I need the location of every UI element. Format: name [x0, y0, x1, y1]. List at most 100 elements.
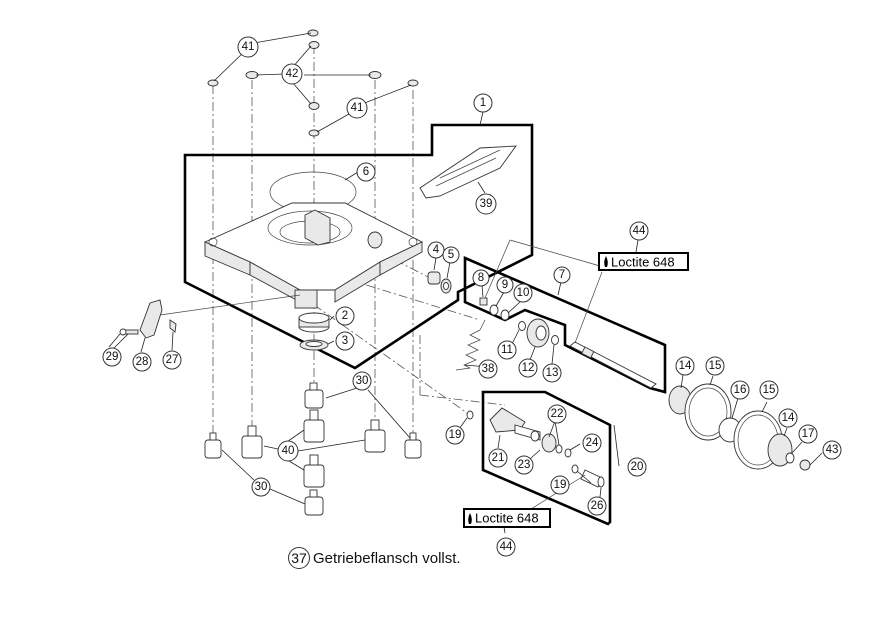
svg-text:14: 14 [782, 412, 795, 424]
bracket-part-28 [139, 294, 301, 339]
damper [241, 425, 263, 459]
svg-text:3: 3 [342, 335, 348, 347]
loctite-note-top: Loctite 648 [598, 252, 689, 271]
title-text: Getriebeflansch vollst. [313, 549, 461, 567]
dampers [204, 382, 422, 516]
callout-2: 2 [335, 306, 355, 326]
svg-text:40: 40 [282, 445, 295, 457]
title-item-number: 37 [288, 547, 310, 569]
bearing-part-2 [298, 312, 330, 333]
svg-text:6: 6 [363, 166, 369, 178]
svg-text:38: 38 [482, 363, 495, 375]
nut [308, 102, 320, 110]
damper [303, 454, 325, 488]
svg-text:19: 19 [554, 479, 567, 491]
spring-part-38 [455, 319, 486, 371]
callout-1: 1 [473, 93, 493, 113]
svg-text:10: 10 [517, 287, 530, 299]
callout-40: 40 [277, 440, 299, 462]
callout-14: 14 [675, 356, 695, 376]
callout-29: 29 [102, 347, 122, 367]
svg-text:4: 4 [433, 244, 440, 256]
svg-text:13: 13 [546, 367, 559, 379]
svg-text:7: 7 [559, 269, 565, 281]
callout-10: 10 [513, 283, 533, 303]
callout-22: 22 [547, 404, 567, 424]
nuts [207, 29, 419, 137]
svg-text:23: 23 [518, 459, 531, 471]
callout-39: 39 [475, 193, 497, 215]
svg-text:24: 24 [586, 437, 599, 449]
seal-part-3 [299, 339, 329, 351]
callout-8: 8 [472, 269, 490, 287]
callout-38: 38 [478, 359, 498, 379]
callout-6: 6 [356, 162, 376, 182]
callout-5: 5 [442, 246, 460, 264]
seal-part-5 [440, 278, 452, 294]
svg-text:41: 41 [242, 41, 255, 53]
callout-15: 15 [705, 356, 725, 376]
callout-43: 43 [822, 440, 842, 460]
nut [308, 41, 320, 49]
gear-part-12 [526, 318, 550, 348]
svg-text:17: 17 [802, 428, 815, 440]
damper [304, 489, 324, 516]
callout-26: 26 [587, 496, 607, 516]
callout-30: 30 [352, 371, 372, 391]
nut [207, 79, 219, 87]
callout-19: 19 [445, 425, 465, 445]
washer-part-27 [169, 319, 177, 333]
callout-24: 24 [582, 433, 602, 453]
svg-text:8: 8 [478, 272, 484, 284]
callout-44: 44 [629, 221, 649, 241]
svg-text:14: 14 [679, 360, 692, 372]
svg-text:44: 44 [500, 541, 513, 553]
group-outline-lever [481, 390, 612, 526]
callout-28: 28 [132, 352, 152, 372]
callout-13: 13 [542, 363, 562, 383]
group-outline-shaft [463, 256, 667, 394]
nut [308, 129, 320, 137]
svg-text:16: 16 [734, 384, 747, 396]
callout-7: 7 [553, 266, 571, 284]
svg-text:29: 29 [106, 351, 119, 363]
callout-16: 16 [730, 380, 750, 400]
svg-text:44: 44 [633, 225, 646, 237]
svg-text:22: 22 [551, 408, 564, 420]
damper [404, 432, 422, 459]
cover-part-39 [419, 145, 517, 199]
callout-19: 19 [550, 475, 570, 495]
svg-text:30: 30 [255, 481, 268, 493]
svg-text:12: 12 [522, 362, 535, 374]
svg-text:2: 2 [342, 310, 348, 322]
svg-text:19: 19 [449, 429, 462, 441]
callout-27: 27 [162, 350, 182, 370]
svg-text:28: 28 [136, 356, 149, 368]
small-parts-shaft [479, 297, 559, 348]
callout-41: 41 [346, 97, 368, 119]
callout-14: 14 [778, 408, 798, 428]
drop-icon [604, 256, 608, 267]
svg-text:5: 5 [448, 249, 454, 261]
svg-text:1: 1 [480, 97, 486, 109]
callout-20: 20 [627, 457, 647, 477]
svg-text:43: 43 [826, 444, 839, 456]
clutch-discs [668, 383, 811, 471]
group-outline-housing [183, 123, 534, 370]
callout-15: 15 [759, 380, 779, 400]
svg-text:11: 11 [501, 344, 513, 356]
screw-part-29 [119, 328, 139, 336]
svg-text:9: 9 [502, 279, 508, 291]
shaft [569, 341, 657, 389]
nut [307, 29, 319, 37]
callout-42: 42 [281, 63, 303, 85]
callout-11: 11 [497, 340, 517, 360]
svg-text:Loctite 648: Loctite 648 [611, 255, 675, 270]
callout-9: 9 [496, 276, 514, 294]
gear-housing [203, 202, 424, 309]
damper [304, 382, 324, 409]
callout-12: 12 [518, 358, 538, 378]
callout-21: 21 [488, 448, 508, 468]
svg-text:20: 20 [631, 461, 644, 473]
